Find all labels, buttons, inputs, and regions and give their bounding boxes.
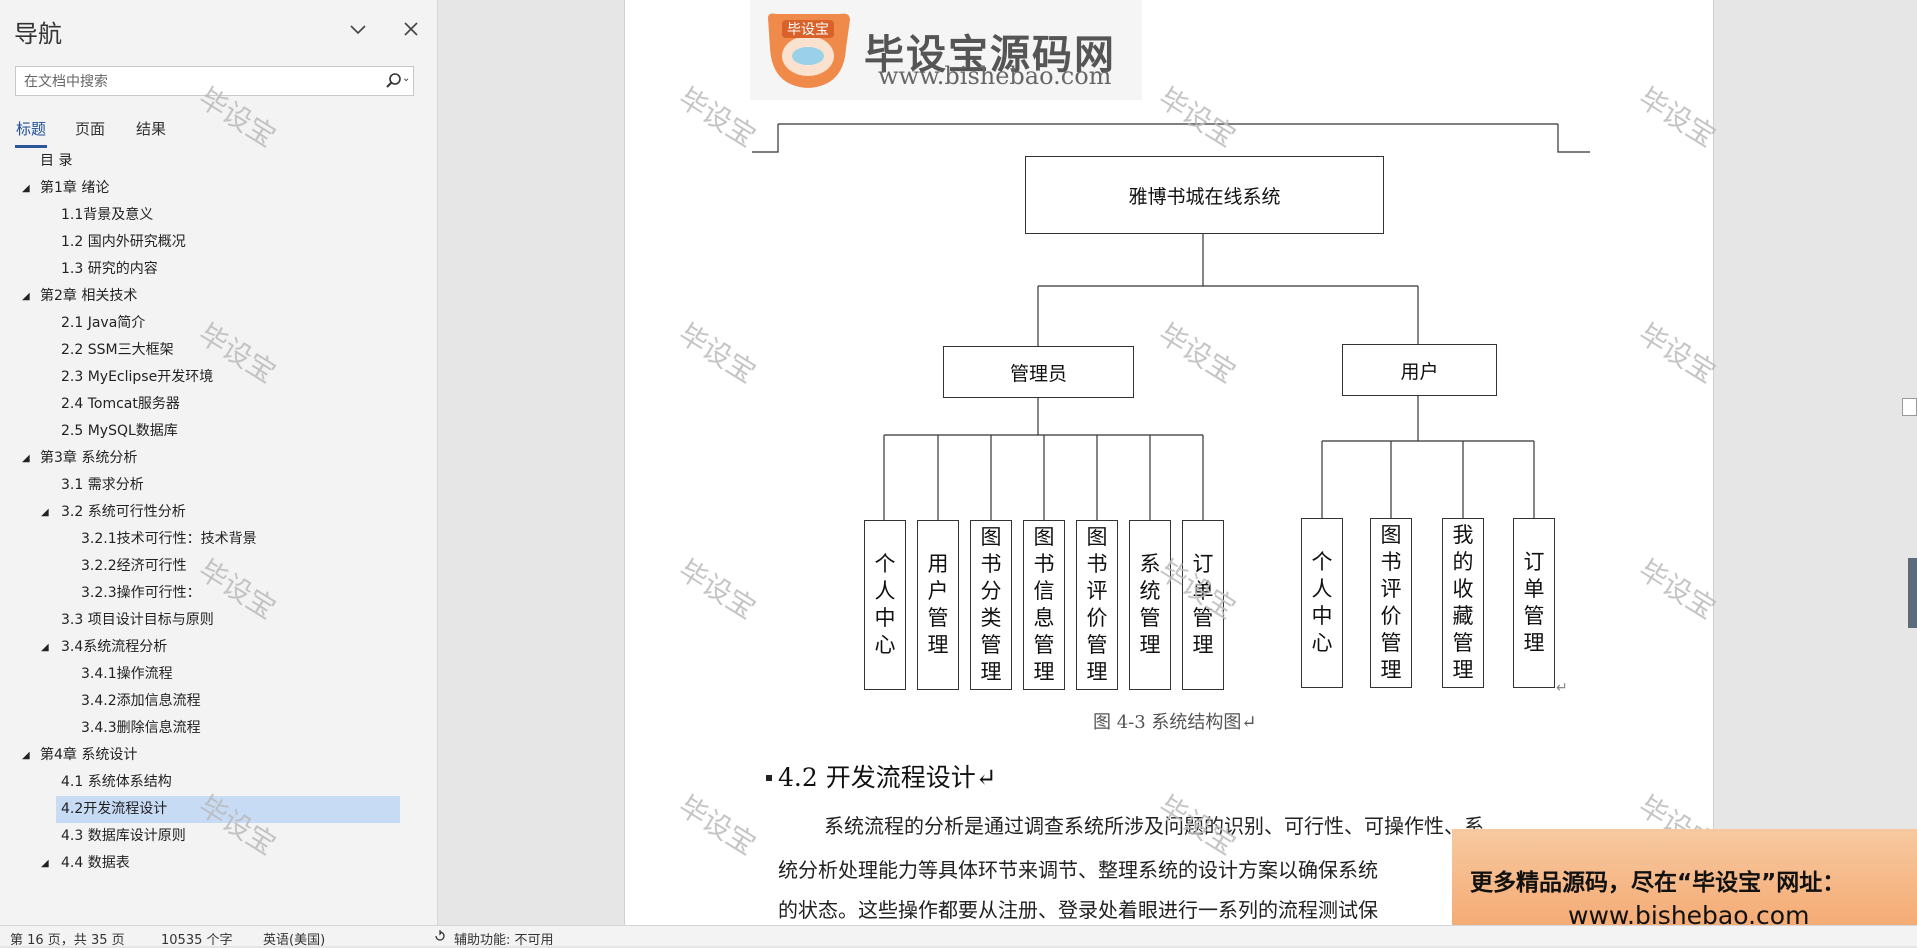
scroll-marker[interactable] <box>1902 398 1917 416</box>
logo-badge-text: 毕设宝 <box>787 22 829 38</box>
toc-item[interactable]: 3.2.1技术可行性：技术背景 <box>81 531 257 547</box>
document-page <box>624 0 1714 925</box>
toc-item[interactable]: 1.3 研究的内容 <box>61 261 158 277</box>
org-root-node: 雅博书城在线系统 <box>1025 156 1384 234</box>
toc-item[interactable]: 4.2开发流程设计 <box>56 796 400 823</box>
body-text-line: 的状态。这些操作都要从注册、登录处着眼进行一系列的流程测试保 <box>778 898 1378 922</box>
logo-url: www.bishebao.com <box>878 62 1112 90</box>
nav-options-chevron-icon[interactable] <box>345 16 371 42</box>
admin-leaf-node: 系统管理 <box>1129 520 1171 690</box>
admin-leaf-node: 图书分类管理 <box>970 520 1012 690</box>
toc-item[interactable]: 3.4.1操作流程 <box>81 666 173 682</box>
toc-item[interactable]: 2.5 MySQL数据库 <box>61 423 178 439</box>
admin-leaf-node: 图书信息管理 <box>1023 520 1065 690</box>
user-leaf-node: 我的收藏管理 <box>1442 518 1484 688</box>
tab-results[interactable]: 结果 <box>136 120 167 138</box>
toc-item[interactable]: 4.4 数据表 <box>61 855 130 871</box>
user-leaf-label: 图书评价管理 <box>1380 523 1402 682</box>
toc-item[interactable]: 第1章 绪论 <box>40 180 110 196</box>
org-user-label: 用户 <box>1400 360 1439 383</box>
expand-triangle-icon[interactable]: ◢ <box>41 858 49 869</box>
toc-item[interactable]: 目 录 <box>40 153 73 169</box>
admin-leaf-label: 用户管理 <box>927 552 949 657</box>
toc-item[interactable]: 第2章 相关技术 <box>40 288 138 304</box>
expand-triangle-icon[interactable]: ◢ <box>22 291 30 302</box>
user-leaf-node: 订单管理 <box>1513 518 1555 688</box>
admin-leaf-label: 系统管理 <box>1139 552 1161 657</box>
expand-triangle-icon[interactable]: ◢ <box>22 750 30 761</box>
status-bar: 第 16 页，共 35 页 10535 个字 英语(美国) 辅助功能: 不可用 <box>0 925 1917 948</box>
paragraph-mark-icon: ↵ <box>1556 680 1568 696</box>
active-tab-indicator <box>15 145 47 148</box>
body-text-line: 系统流程的分析是通过调查系统所涉及问题的识别、可行性、可操作性、系 <box>824 814 1484 838</box>
toc-item[interactable]: 1.1背景及意义 <box>61 207 154 223</box>
admin-leaf-node: 用户管理 <box>917 520 959 690</box>
search-icon[interactable] <box>385 72 403 90</box>
org-root-label: 雅博书城在线系统 <box>1128 185 1281 208</box>
admin-leaf-node: 图书评价管理 <box>1076 520 1118 690</box>
scrollbar-thumb[interactable] <box>1908 558 1917 628</box>
toc-item[interactable]: 2.2 SSM三大框架 <box>61 342 174 358</box>
search-options-chevron-icon[interactable]: ⌄ <box>402 73 411 84</box>
search-input[interactable] <box>22 71 386 93</box>
toc-item[interactable]: 3.4.2添加信息流程 <box>81 693 201 709</box>
user-leaf-node: 图书评价管理 <box>1370 518 1412 688</box>
toc-item[interactable]: 2.3 MyEclipse开发环境 <box>61 369 214 385</box>
toc-item[interactable]: 2.4 Tomcat服务器 <box>61 396 180 412</box>
org-admin-label: 管理员 <box>1009 362 1067 385</box>
close-icon[interactable] <box>398 16 424 42</box>
toc-item[interactable]: 3.4系统流程分析 <box>61 639 168 655</box>
admin-leaf-node: 订单管理 <box>1182 520 1224 690</box>
toc-item[interactable]: 3.4.3删除信息流程 <box>81 720 201 736</box>
accessibility-icon[interactable] <box>433 929 447 945</box>
expand-triangle-icon[interactable]: ◢ <box>41 507 49 518</box>
toc-item[interactable]: 3.2.2经济可行性 <box>81 558 187 574</box>
heading-bullet-marker <box>766 775 772 781</box>
toc-item[interactable]: 3.2.3操作可行性： <box>81 585 201 601</box>
nav-pane-title: 导航 <box>14 20 62 48</box>
admin-leaf-label: 图书评价管理 <box>1086 525 1108 684</box>
accessibility-status[interactable]: 辅助功能: 不可用 <box>454 933 554 948</box>
user-leaf-node: 个人中心 <box>1301 518 1343 688</box>
body-text-line: 统分析处理能力等具体环节来调节、整理系统的设计方案以确保系统 <box>778 858 1378 882</box>
toc-item[interactable]: 4.3 数据库设计原则 <box>61 828 186 844</box>
toc-item[interactable]: 1.2 国内外研究概况 <box>61 234 186 250</box>
tab-pages[interactable]: 页面 <box>75 120 106 138</box>
admin-leaf-node: 个人中心 <box>864 520 906 690</box>
expand-triangle-icon[interactable]: ◢ <box>22 453 30 464</box>
section-heading: 4.2 开发流程设计↵ <box>778 763 997 792</box>
org-admin-node: 管理员 <box>943 346 1134 398</box>
admin-leaf-label: 个人中心 <box>874 552 896 657</box>
logo-title: 毕设宝源码网 <box>864 32 1116 78</box>
toc-item[interactable]: 3.1 需求分析 <box>61 477 144 493</box>
toc-item[interactable]: 第4章 系统设计 <box>40 747 138 763</box>
toc-item[interactable]: 2.1 Java简介 <box>61 315 146 331</box>
site-logo: 毕设宝 毕设宝源码网 www.bishebao.com <box>750 0 1142 100</box>
user-leaf-label: 订单管理 <box>1523 550 1545 655</box>
user-leaf-label: 个人中心 <box>1311 550 1333 655</box>
language-status[interactable]: 英语(美国) <box>263 933 326 948</box>
toc-item[interactable]: 3.2 系统可行性分析 <box>61 504 186 520</box>
page-count-status[interactable]: 第 16 页，共 35 页 <box>10 933 125 948</box>
admin-leaf-label: 订单管理 <box>1192 552 1214 657</box>
admin-leaf-label: 图书分类管理 <box>980 525 1002 684</box>
ad-text: 更多精品源码，尽在“毕设宝”网址： <box>1470 870 1846 896</box>
expand-triangle-icon[interactable]: ◢ <box>22 183 30 194</box>
toc-item[interactable]: 第3章 系统分析 <box>40 450 138 466</box>
tab-headings[interactable]: 标题 <box>16 120 47 138</box>
word-count-status[interactable]: 10535 个字 <box>161 933 233 948</box>
toc-item[interactable]: 3.3 项目设计目标与原则 <box>61 612 214 628</box>
expand-triangle-icon[interactable]: ◢ <box>41 642 49 653</box>
search-box: ⌄ <box>15 66 414 96</box>
figure-caption: 图 4-3 系统结构图↵ <box>1093 712 1257 733</box>
admin-leaf-label: 图书信息管理 <box>1033 525 1055 684</box>
logo-mascot-icon: 毕设宝 <box>760 8 856 94</box>
user-leaf-label: 我的收藏管理 <box>1452 523 1474 682</box>
toc-item[interactable]: 4.1 系统体系结构 <box>61 774 172 790</box>
org-user-node: 用户 <box>1342 344 1497 396</box>
